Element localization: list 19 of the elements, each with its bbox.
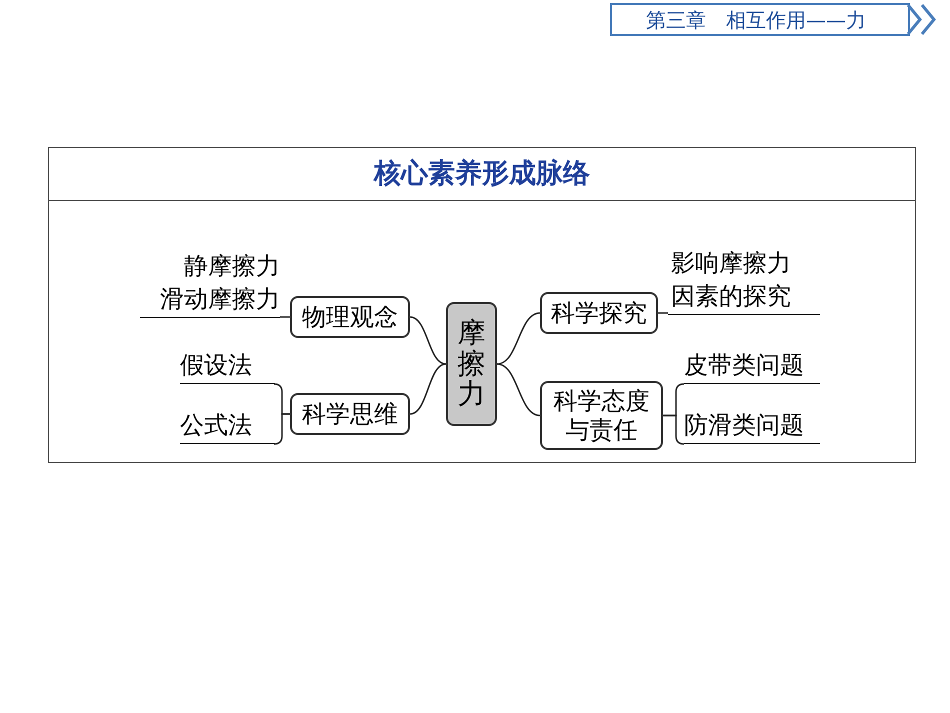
leaf-item: 影响摩擦力因素的探究 bbox=[668, 244, 820, 315]
category-box: 物理观念 bbox=[290, 296, 410, 338]
leaf-item: 皮带类问题 bbox=[684, 350, 820, 384]
connector-line bbox=[410, 316, 446, 365]
category-box: 科学态度与责任 bbox=[540, 381, 663, 450]
category-box: 科学探究 bbox=[540, 292, 658, 334]
leaf-item: 静摩擦力 滑动摩擦力 bbox=[140, 246, 280, 318]
connector-line bbox=[496, 363, 540, 416]
connector-line bbox=[496, 312, 540, 365]
leaf-item: 防滑类问题 bbox=[684, 410, 820, 444]
connector-line bbox=[410, 363, 446, 415]
leaf-item: 假设法 bbox=[180, 350, 275, 384]
chapter-heading: 第三章 相互作用——力 bbox=[646, 10, 866, 30]
diagram-title: 核心素养形成脉络 bbox=[374, 156, 590, 191]
category-box: 科学思维 bbox=[290, 393, 410, 435]
connector-line bbox=[280, 316, 290, 318]
topic-box: 摩擦力 bbox=[446, 302, 497, 426]
connector-line bbox=[658, 312, 668, 314]
leaf-item: 公式法 bbox=[180, 410, 275, 444]
